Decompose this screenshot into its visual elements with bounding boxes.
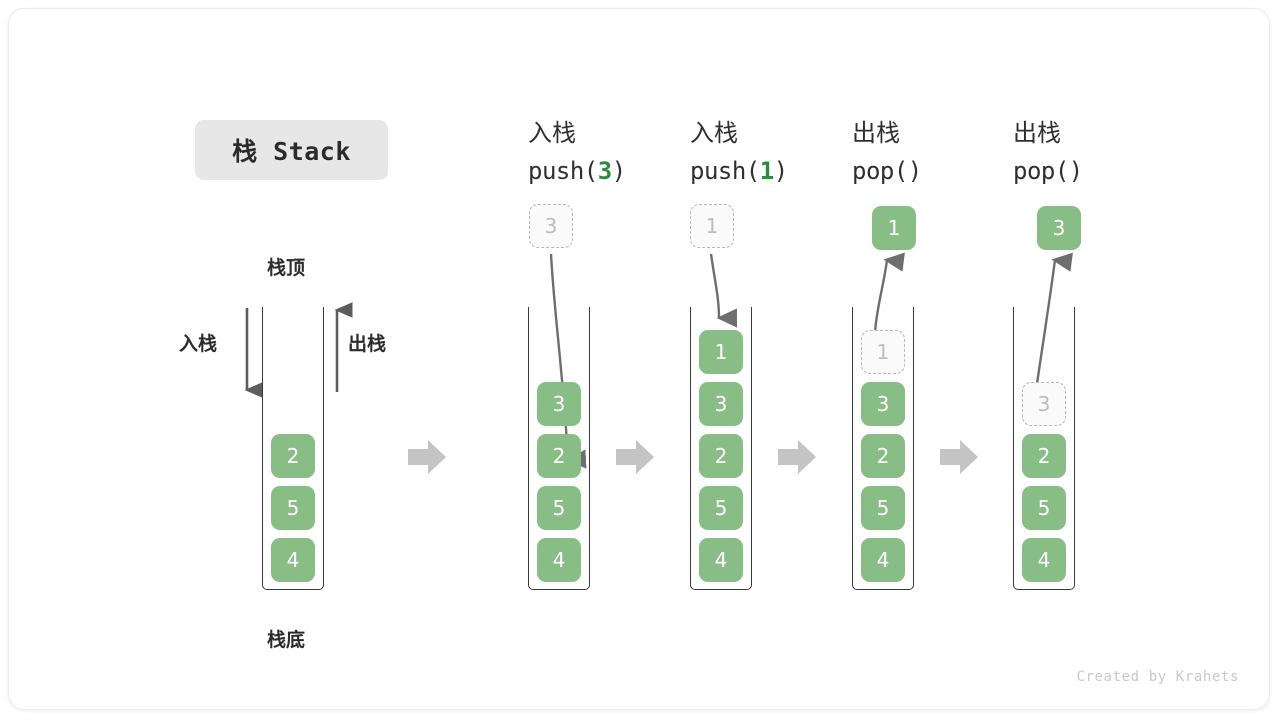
code-suffix: )	[1068, 157, 1083, 185]
operation-label-push-3: 入栈 push(3)	[528, 114, 626, 190]
code-suffix: )	[773, 157, 788, 185]
operation-code-label: pop()	[852, 152, 922, 190]
code-argument: 1	[759, 157, 774, 185]
stack-cell: 2	[271, 434, 315, 478]
flow-arrow-icon	[940, 440, 978, 474]
stack-cell: 5	[861, 486, 905, 530]
operation-code-label: push(3)	[528, 152, 626, 190]
push-direction-arrow-icon	[244, 308, 263, 398]
pop-direction-label: 出栈	[348, 333, 387, 355]
code-suffix: )	[611, 157, 626, 185]
stack-cell: 3	[699, 382, 743, 426]
stack-cell: 4	[699, 538, 743, 582]
stack-title-text: 栈 Stack	[232, 137, 351, 166]
stack-cell: 4	[1022, 538, 1066, 582]
watermark: Created by Krahets	[1076, 669, 1239, 685]
stack-cell: 2	[861, 434, 905, 478]
popped-element: 3	[1037, 206, 1081, 250]
removed-element-ghost: 3	[1022, 382, 1066, 426]
flow-arrow-icon	[778, 440, 816, 474]
operation-cn-label: 入栈	[690, 119, 738, 147]
operation-cn-label: 入栈	[528, 119, 576, 147]
stack-cell: 3	[861, 382, 905, 426]
stack-frame-initial	[262, 307, 324, 590]
operation-code-label: push(1)	[690, 152, 788, 190]
stack-frame-pop-1	[852, 307, 914, 590]
stack-cell: 5	[271, 486, 315, 530]
stack-cells-push-1: 1 3 2 5 4	[699, 330, 743, 582]
popped-element: 1	[872, 206, 916, 250]
operation-label-pop-1: 出栈 pop()	[852, 114, 922, 190]
stack-cell: 3	[537, 382, 581, 426]
stack-title-badge: 栈 Stack	[195, 120, 388, 180]
code-prefix: pop(	[852, 157, 908, 185]
pop-motion-arrow-icon	[1034, 252, 1073, 391]
stack-frame-push-1	[690, 307, 752, 590]
push-direction-label: 入栈	[179, 333, 218, 355]
stack-cell: 5	[699, 486, 743, 530]
operation-code-label: pop()	[1013, 152, 1083, 190]
stack-cell: 4	[271, 538, 315, 582]
incoming-element-ghost: 3	[529, 204, 573, 248]
stack-cell: 2	[537, 434, 581, 478]
code-prefix: push(	[528, 157, 598, 185]
operation-label-pop-3: 出栈 pop()	[1013, 114, 1083, 190]
stack-cells-initial: 2 5 4	[271, 434, 315, 582]
push-motion-arrow-icon	[709, 253, 738, 328]
stack-cell: 5	[537, 486, 581, 530]
pop-motion-arrow-icon	[873, 252, 905, 333]
operation-cn-label: 出栈	[1013, 119, 1061, 147]
code-prefix: pop(	[1013, 157, 1069, 185]
code-prefix: push(	[690, 157, 760, 185]
stack-cell: 4	[861, 538, 905, 582]
code-argument: 3	[597, 157, 612, 185]
stack-cells-pop-1: 1 3 2 5 4	[861, 330, 905, 582]
diagram-card: 栈 Stack 栈顶 入栈 出栈	[8, 8, 1270, 710]
flow-arrow-icon	[616, 440, 654, 474]
stack-cells-pop-3: 3 2 5 4	[1022, 382, 1066, 582]
stack-cell: 2	[1022, 434, 1066, 478]
operation-cn-label: 出栈	[852, 119, 900, 147]
pop-direction-arrow-icon	[334, 302, 353, 392]
incoming-element-ghost: 1	[690, 204, 734, 248]
stack-frame-pop-3	[1013, 307, 1075, 590]
removed-element-ghost: 1	[861, 330, 905, 374]
flow-arrow-icon	[408, 440, 446, 474]
stack-bottom-label: 栈底	[267, 629, 306, 651]
stack-cells-push-3: 3 2 5 4	[537, 382, 581, 582]
stack-frame-push-3	[528, 307, 590, 590]
push-motion-arrow-icon	[549, 253, 587, 469]
code-suffix: )	[907, 157, 922, 185]
operation-label-push-1: 入栈 push(1)	[690, 114, 788, 190]
stack-cell: 5	[1022, 486, 1066, 530]
stack-top-label: 栈顶	[267, 257, 306, 279]
stack-cell: 1	[699, 330, 743, 374]
stack-cell: 2	[699, 434, 743, 478]
stack-cell: 4	[537, 538, 581, 582]
